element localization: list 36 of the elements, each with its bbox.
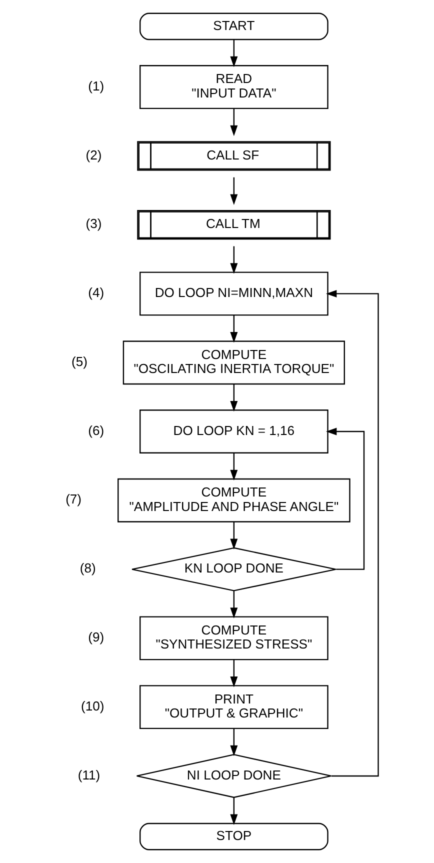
node-label: (7) <box>66 492 82 507</box>
node-box: DO LOOP KN = 1,16 <box>140 410 328 454</box>
arrow <box>230 798 238 825</box>
arrow <box>230 384 238 412</box>
node-box: STOP <box>140 822 328 850</box>
node-diamond: KN LOOP DONE <box>131 547 336 592</box>
node-label: (5) <box>72 354 88 369</box>
node-label: (2) <box>86 147 102 162</box>
node-label: (1) <box>88 78 104 94</box>
arrow <box>230 522 238 550</box>
node-box: PRINT "OUTPUT & GRAPHIC" <box>140 685 328 730</box>
node-box: COMPUTE "SYNTHESIZED STRESS" <box>140 616 328 660</box>
arrow <box>230 177 238 205</box>
arrow <box>230 660 238 688</box>
node-label: (4) <box>88 285 104 300</box>
node-box: COMPUTE "AMPLITUDE AND PHASE ANGLE" <box>118 478 350 522</box>
arrow <box>230 590 238 618</box>
node-label: (9) <box>88 630 104 645</box>
arrow <box>230 108 238 136</box>
arrow <box>230 315 238 343</box>
node-box: START <box>140 12 328 40</box>
node-box: DO LOOP NI=MINN,MAXN <box>140 272 328 316</box>
arrow <box>326 428 365 570</box>
node-label: (3) <box>86 216 102 232</box>
arrow <box>230 40 238 68</box>
arrow <box>230 728 238 756</box>
arrow <box>230 452 238 481</box>
node-box: COMPUTE "OSCILATING INERTIA TORQUE" <box>122 340 345 385</box>
arrow <box>230 246 238 274</box>
node-label: (6) <box>88 422 104 438</box>
node-label: (8) <box>80 560 96 576</box>
node-diamond: NI LOOP DONE <box>136 754 332 798</box>
node-label: (11) <box>78 767 100 782</box>
arrow <box>326 290 379 777</box>
node-box: READ "INPUT DATA" <box>140 65 328 109</box>
node-label: (10) <box>80 698 104 714</box>
